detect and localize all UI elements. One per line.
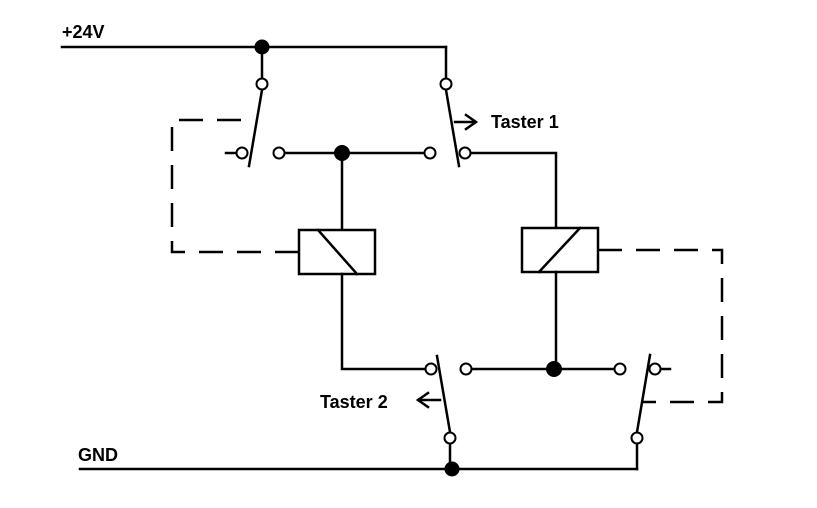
supply-rail xyxy=(60,39,448,82)
lower-junction xyxy=(546,361,562,377)
relay-1-to-taster-2-wire xyxy=(340,272,427,371)
taster-1-label: Taster 1 xyxy=(491,112,559,132)
relay-1-hold-contact xyxy=(224,77,286,168)
taster-1-to-relay-2-wire xyxy=(469,151,558,232)
relay-2-hold-contact xyxy=(613,353,672,445)
ground-label: GND xyxy=(78,445,118,465)
relay-coil-1 xyxy=(297,228,377,276)
taster-1-arrow-icon xyxy=(464,113,479,131)
taster-1-switch xyxy=(423,77,479,168)
ground-rail xyxy=(78,442,639,477)
relay-coil-2 xyxy=(520,226,600,274)
relay-2-linkage xyxy=(598,248,724,404)
taster-2-arrow-icon xyxy=(415,391,430,409)
supply-label: +24V xyxy=(62,22,105,42)
taster-2-label: Taster 2 xyxy=(320,392,388,412)
supply-junction xyxy=(254,39,270,55)
lower-bus xyxy=(470,361,616,377)
taster-2-switch xyxy=(415,354,473,445)
ground-junction xyxy=(444,461,460,477)
upper-bus xyxy=(283,145,425,232)
relay-1-linkage xyxy=(170,118,299,254)
